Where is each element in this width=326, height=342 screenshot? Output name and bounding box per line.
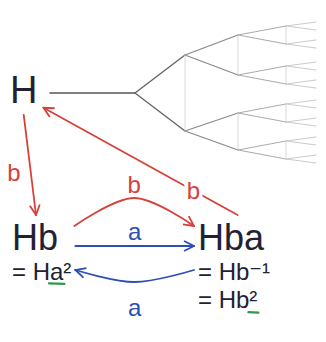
coset-arrow (24, 115, 36, 215)
coset-name: H (10, 70, 37, 112)
coset-name: Hb (12, 218, 71, 258)
coset-arrow (75, 245, 194, 247)
generator-label: a (126, 296, 143, 320)
coset-node: H (10, 70, 37, 112)
generator-label: a (126, 220, 143, 244)
coset-equation: = Hb² (198, 286, 270, 315)
generator-label: b (125, 173, 142, 197)
coset-equation: = Hb⁻¹ (198, 258, 270, 287)
generator-label: b (185, 179, 202, 203)
coset-arrow (75, 270, 194, 282)
generator-label: b (5, 161, 22, 185)
coset-equation: = Ha² (12, 258, 71, 287)
coset-node: Hba= Hb⁻¹= Hb² (198, 218, 270, 315)
coset-name: Hba (198, 218, 270, 258)
coset-node: Hb= Ha² (12, 218, 71, 286)
